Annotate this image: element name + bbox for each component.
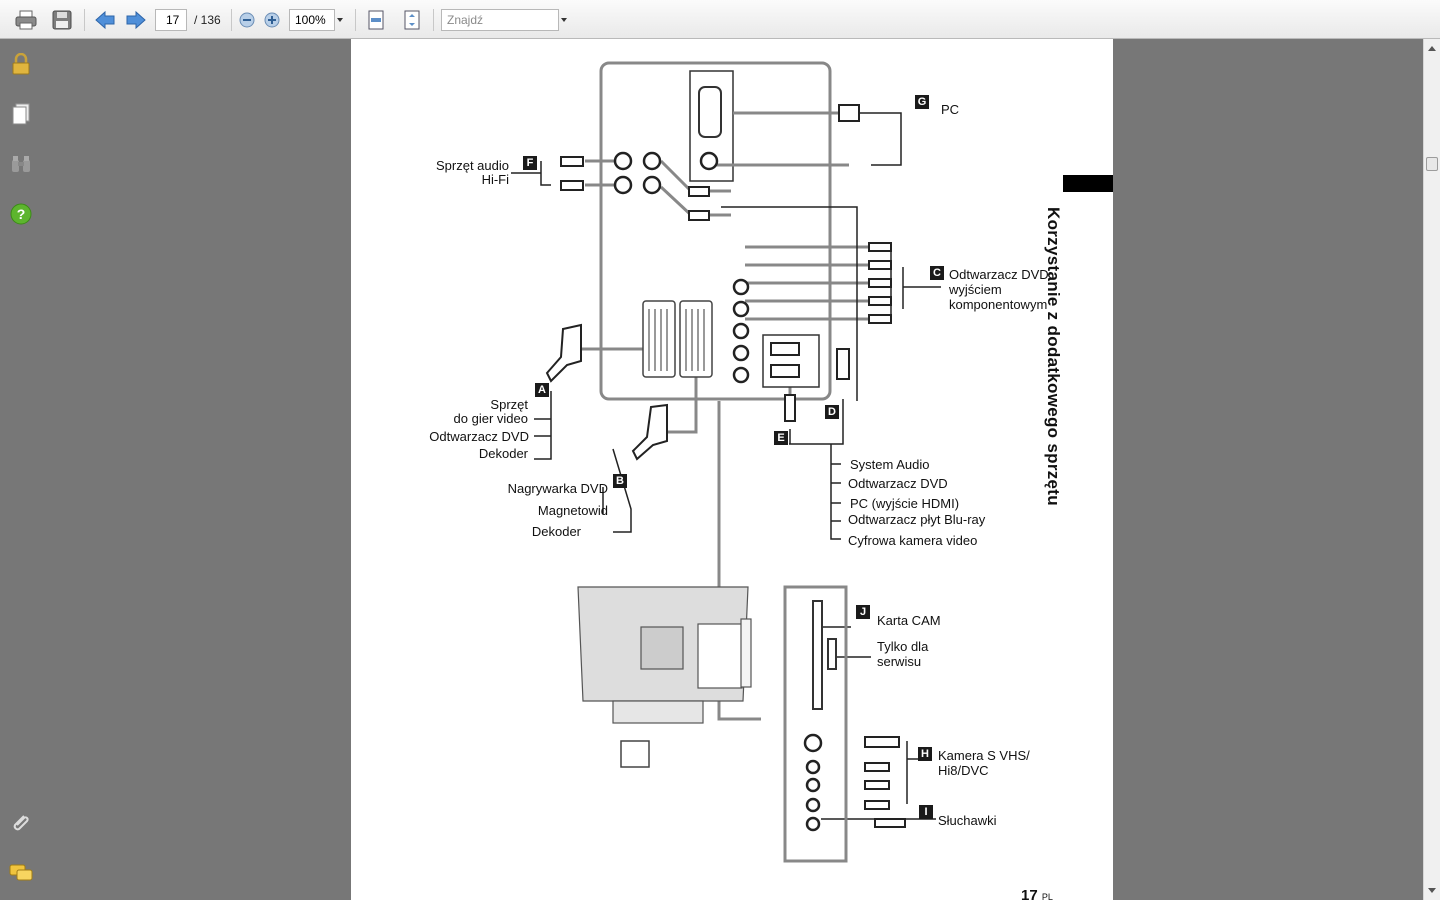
label-cam-card: Karta CAM [877,613,941,628]
toolbar-separator [433,9,434,31]
navigation-sidebar: ? [0,39,42,900]
connection-diagram [511,61,941,863]
scroll-down-icon[interactable] [1428,888,1436,893]
toolbar: 17 / 136 100% Znajdź [0,0,1440,39]
label-hifi-1: Sprzęt audio [436,158,509,173]
document-page: Korzystanie z dodatkowego sprzętu F G C … [351,39,1113,900]
label-headphones: Słuchawki [938,813,997,828]
badge-g: G [915,95,929,109]
toolbar-separator [84,9,85,31]
zoom-input[interactable]: 100% [289,9,335,31]
vertical-scrollbar[interactable] [1423,39,1440,900]
section-side-title: Korzystanie z dodatkowego sprzętu [1044,207,1063,506]
label-bluray: Odtwarzacz płyt Blu-ray [848,512,986,527]
scroll-up-icon[interactable] [1428,46,1436,51]
zoom-in-icon[interactable] [263,8,281,32]
find-dropdown-icon[interactable] [561,18,567,22]
badge-b: B [613,474,627,488]
label-svhs-2: Hi8/DVC [938,763,989,778]
label-pc: PC [941,102,960,117]
badge-e: E [774,431,788,445]
label-game-2: do gier video [453,411,528,426]
zoom-dropdown-icon[interactable] [337,18,343,22]
badge-i: I [919,805,933,819]
badge-j: J [856,605,870,619]
label-game-1: Sprzęt [490,397,528,412]
print-icon[interactable] [13,8,39,32]
label-decoder-a: Dekoder [478,446,528,461]
label-hifi-2: Hi-Fi [481,172,509,187]
label-vcr: Magnetowid [537,503,608,518]
page-number: 17 PL [1021,887,1053,900]
section-tab [1063,175,1113,192]
label-service-2: serwisu [877,654,922,669]
attachment-icon[interactable] [9,811,33,835]
label-svhs-1: Kamera S VHS/ [938,748,1030,763]
badge-f: F [523,156,537,170]
badge-h: H [918,747,932,761]
label-audio-system: System Audio [850,457,930,472]
next-page-icon[interactable] [123,8,149,32]
label-dvd-e: Odtwarzacz DVD [848,476,948,491]
label-dvd-component-3: komponentowym [949,297,1048,312]
label-decoder-b: Dekoder [531,524,581,539]
label-dvd-component-2: wyjściem [949,282,1002,297]
prev-page-icon[interactable] [92,8,118,32]
toolbar-separator [231,9,232,31]
label-camcorder: Cyfrowa kamera video [848,533,978,548]
binoculars-icon[interactable] [9,152,33,176]
toolbar-separator [355,9,356,31]
comments-icon[interactable] [9,861,33,885]
label-service-1: Tylko dla [877,639,929,654]
badge-d: D [825,405,839,419]
fit-width-icon[interactable] [364,8,388,32]
label-pc-hdmi: PC (wyjście HDMI) [850,496,960,511]
find-input[interactable]: Znajdź [441,9,559,31]
fit-page-icon[interactable] [400,8,424,32]
label-dvd-recorder: Nagrywarka DVD [507,481,608,496]
page-number-input[interactable]: 17 [155,9,187,31]
lock-icon[interactable] [9,52,33,76]
save-icon[interactable] [49,8,75,32]
help-icon[interactable]: ? [9,202,33,226]
zoom-out-icon[interactable] [238,8,256,32]
label-dvd-a: Odtwarzacz DVD [429,429,529,444]
svg-text:?: ? [17,206,26,222]
pages-icon[interactable] [9,102,33,126]
scroll-thumb[interactable] [1426,157,1438,171]
label-dvd-component-1: Odtwarzacz DVD [949,267,1049,282]
badge-a: A [535,383,549,397]
page-total: / 136 [194,13,221,27]
badge-c: C [930,266,944,280]
